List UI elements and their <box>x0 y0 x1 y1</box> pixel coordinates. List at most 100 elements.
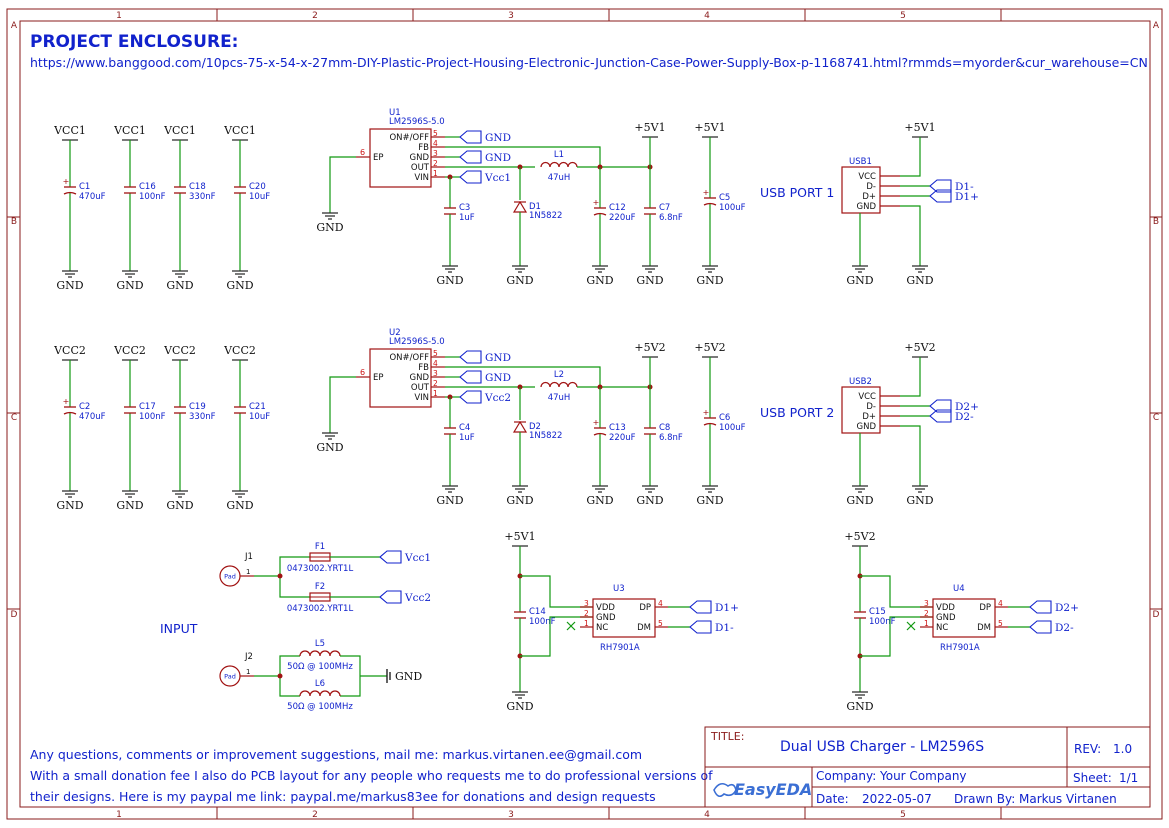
power-rail-label: +5V1 <box>634 121 665 134</box>
pin-number: 4 <box>658 599 663 608</box>
component-value: RH7901A <box>600 643 640 653</box>
frame-row-label: B <box>11 217 17 227</box>
power-rail-icon: +5V2 <box>844 530 876 547</box>
gnd-label: GND <box>506 700 533 713</box>
pin-name: FB <box>418 143 429 153</box>
gnd-label: GND <box>846 700 873 713</box>
power-rail-label: VCC2 <box>163 344 196 357</box>
component-ref: C13 <box>609 423 626 433</box>
project-url-link[interactable]: https://www.banggood.com/10pcs-75-x-54-x… <box>30 55 1148 70</box>
power-rail-icon: +5V2 <box>634 341 666 358</box>
gnd-icon: GND <box>56 485 84 512</box>
pad-label: Pad <box>224 673 236 681</box>
net-port-label: D1- <box>715 622 734 634</box>
gnd-label: GND <box>56 499 83 512</box>
power-rail-label: VCC2 <box>223 344 256 357</box>
wire <box>254 556 310 577</box>
wire <box>445 366 601 387</box>
gnd-label: GND <box>696 494 723 507</box>
component-ref: C12 <box>609 203 626 213</box>
power-rail-label: VCC1 <box>53 124 86 137</box>
gnd-icon: GND <box>846 686 874 713</box>
polarity-mark: + <box>63 397 70 406</box>
usb-port-label: USB PORT 2 <box>760 405 834 420</box>
regulator-body <box>369 348 432 408</box>
frame-row-label: A <box>11 21 18 31</box>
frame-col-label: 3 <box>508 810 514 820</box>
wire <box>520 575 593 608</box>
frame-outer <box>6 8 1163 820</box>
component-value: 220uF <box>609 213 636 223</box>
gnd-label: GND <box>636 274 663 287</box>
component-ref: L6 <box>315 679 325 689</box>
component-ref: C3 <box>459 203 470 213</box>
gnd-label: GND <box>316 441 343 454</box>
component-value: 47uH <box>548 393 571 403</box>
wire <box>900 205 921 260</box>
gnd-label: GND <box>846 274 873 287</box>
pin-name: OUT <box>411 383 430 393</box>
power-rail-icon: +5V2 <box>694 341 726 358</box>
gnd-icon: GND <box>56 265 84 292</box>
pin-number: 5 <box>433 129 438 138</box>
pin-number: 1 <box>584 619 589 628</box>
pin-name: NC <box>596 623 608 633</box>
pin-number: 1 <box>433 169 438 178</box>
polarity-mark: + <box>703 188 710 197</box>
gnd-label: GND <box>906 494 933 507</box>
component-ref: C21 <box>249 402 266 412</box>
gnd-icon: GND <box>116 485 144 512</box>
no-connect-icon <box>566 621 576 631</box>
net-port-label: D2- <box>1055 622 1074 634</box>
wire <box>329 156 356 207</box>
rev-label: REV: <box>1074 742 1102 756</box>
component-value: 100uF <box>719 423 746 433</box>
net-port-shape <box>379 590 402 604</box>
component-value: RH7901A <box>940 643 980 653</box>
component-ref: C17 <box>139 402 156 412</box>
pin-name: GND <box>857 202 877 212</box>
inductor-coil <box>540 161 578 168</box>
pad-label: Pad <box>224 573 236 581</box>
component-value: 100nF <box>529 617 556 627</box>
pin-name: D- <box>866 182 876 192</box>
power-rail-label: VCC1 <box>163 124 196 137</box>
net-port-icon: D2- <box>929 409 974 423</box>
component-value: 330nF <box>189 192 216 202</box>
net-port-label: D2+ <box>955 401 979 413</box>
pin-number: 6 <box>360 368 365 377</box>
rev-value: 1.0 <box>1113 742 1133 756</box>
sheet-value: 1/1 <box>1119 771 1139 785</box>
power-rail-label: VCC2 <box>113 344 146 357</box>
net-port-shape <box>929 409 952 423</box>
wire <box>900 425 921 480</box>
wire <box>254 655 300 677</box>
pin-name: GND <box>596 613 616 623</box>
usb-connector-body <box>841 386 881 434</box>
gnd-label: GND <box>116 499 143 512</box>
gnd-icon: GND <box>506 260 534 287</box>
power-rail-label: +5V2 <box>844 530 875 543</box>
pin-number: 3 <box>433 369 438 378</box>
gnd-icon: GND <box>166 485 194 512</box>
component-value: 100nF <box>139 192 166 202</box>
component-ref: C5 <box>719 193 730 203</box>
component-ref: C8 <box>659 423 670 433</box>
polarity-mark: + <box>703 408 710 417</box>
power-rail-label: +5V2 <box>904 341 935 354</box>
inductor-coil <box>299 650 341 657</box>
polarity-mark: + <box>593 198 600 207</box>
component-ref: C6 <box>719 413 730 423</box>
power-rail-label: +5V2 <box>694 341 725 354</box>
circuit: VCC1+C1470uFGNDVCC1C16100nFGNDVCC1C18330… <box>53 108 1079 713</box>
